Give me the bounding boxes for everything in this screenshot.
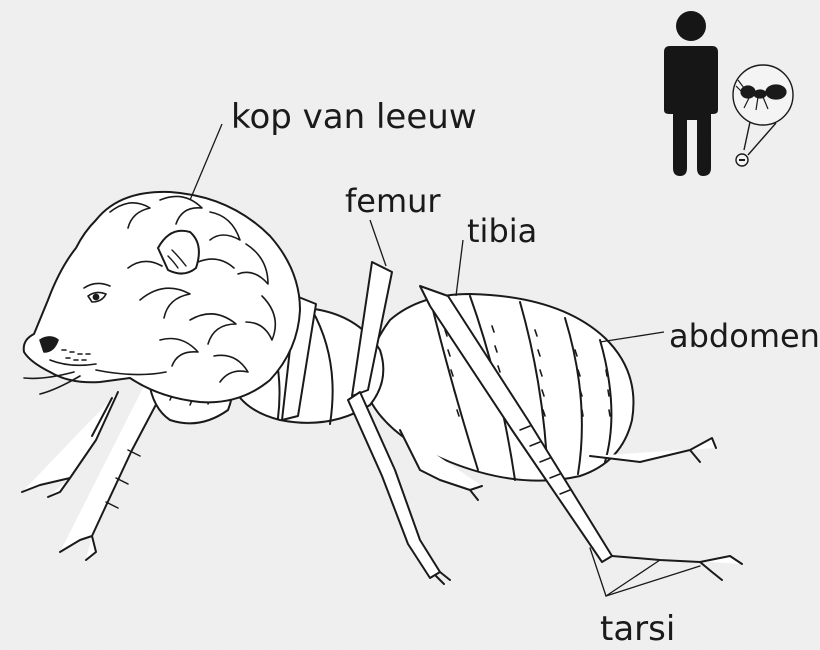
abdomen-label: abdomen	[669, 317, 820, 355]
tarsi-label: tarsi	[600, 609, 675, 649]
tibia-label: tibia	[467, 212, 537, 250]
femur-label: femur	[345, 182, 441, 220]
head-label: kop van leeuw	[231, 97, 477, 137]
